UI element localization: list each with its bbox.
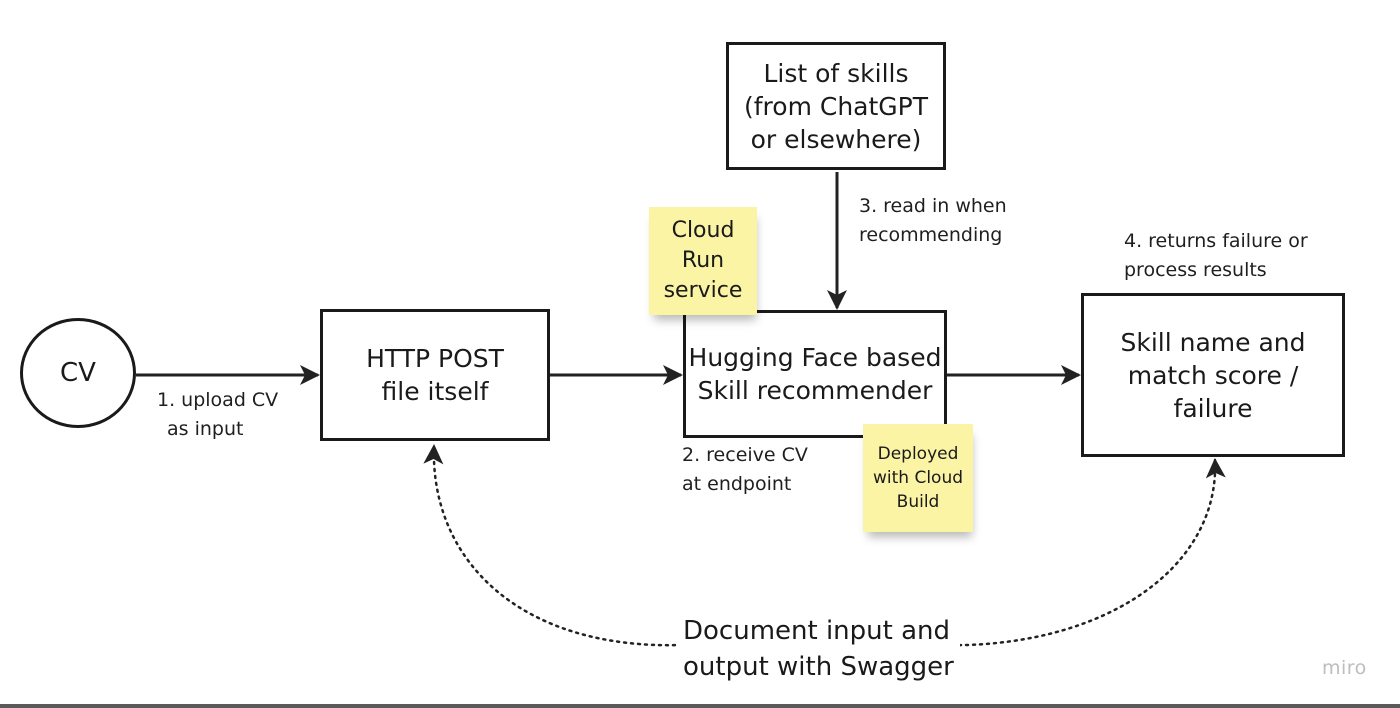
edge-label-upload: 1. upload CV as input	[157, 386, 278, 444]
edge-label-read-in: 3. read in when recommending	[859, 192, 1007, 250]
swagger-note[interactable]: Document input and output with Swagger	[677, 613, 960, 685]
dotted-link-swagger-to-result	[936, 458, 1226, 647]
node-recommender-line-2: Skill recommender	[697, 376, 933, 405]
node-recommender-line-1: Hugging Face based	[688, 343, 942, 372]
swagger-note-line-1: Document input and	[683, 616, 951, 646]
node-result-line-2: match score /	[1127, 360, 1299, 390]
edge-label-returns-line-1: 4. returns failure or	[1124, 230, 1308, 252]
edge-label-receive-line-2: at endpoint	[682, 473, 792, 495]
bottom-border	[0, 704, 1400, 708]
node-skill-list-line-3: or elsewhere)	[750, 124, 922, 154]
dotted-link-swagger-to-http	[423, 444, 684, 647]
edge-label-read-in-line-2: recommending	[859, 224, 1003, 246]
swagger-note-line-2: output with Swagger	[683, 652, 954, 682]
sticky-cloud-build-line-3: Build	[896, 492, 940, 512]
sticky-cloud-build-line-2: with Cloud	[872, 468, 964, 488]
node-http-post-line-1: HTTP POST	[366, 344, 504, 373]
node-recommender[interactable]: Hugging Face based Skill recommender	[683, 310, 947, 438]
edge-label-returns-line-2: process results	[1124, 259, 1267, 281]
node-result[interactable]: Skill name and match score / failure	[1081, 293, 1345, 457]
edge-label-receive: 2. receive CV at endpoint	[682, 441, 808, 499]
node-cv-label: CV	[60, 357, 96, 388]
node-http-post-line-2: file itself	[381, 377, 489, 406]
edge-label-receive-line-1: 2. receive CV	[682, 444, 808, 466]
sticky-cloud-run-line-2: Run	[681, 248, 725, 273]
node-skill-list[interactable]: List of skills (from ChatGPT or elsewher…	[726, 42, 946, 170]
sticky-cloud-run[interactable]: Cloud Run service	[649, 207, 757, 315]
miro-watermark: miro	[1322, 657, 1367, 679]
sticky-cloud-build[interactable]: Deployed with Cloud Build	[863, 424, 973, 532]
node-result-line-3: failure	[1173, 393, 1253, 423]
node-skill-list-line-2: (from ChatGPT	[743, 91, 929, 121]
node-skill-list-line-1: List of skills	[763, 58, 909, 88]
sticky-cloud-build-line-1: Deployed	[877, 444, 959, 464]
node-result-line-1: Skill name and	[1120, 327, 1306, 357]
edge-label-upload-line-2: as input	[167, 418, 244, 440]
sticky-cloud-run-line-3: service	[663, 278, 743, 303]
node-http-post[interactable]: HTTP POST file itself	[320, 309, 550, 441]
edge-label-read-in-line-1: 3. read in when	[859, 195, 1007, 217]
sticky-cloud-run-line-1: Cloud	[671, 218, 735, 243]
edge-label-returns: 4. returns failure or process results	[1124, 227, 1308, 285]
node-cv[interactable]: CV	[20, 318, 136, 428]
edge-label-upload-line-1: 1. upload CV	[157, 389, 279, 411]
